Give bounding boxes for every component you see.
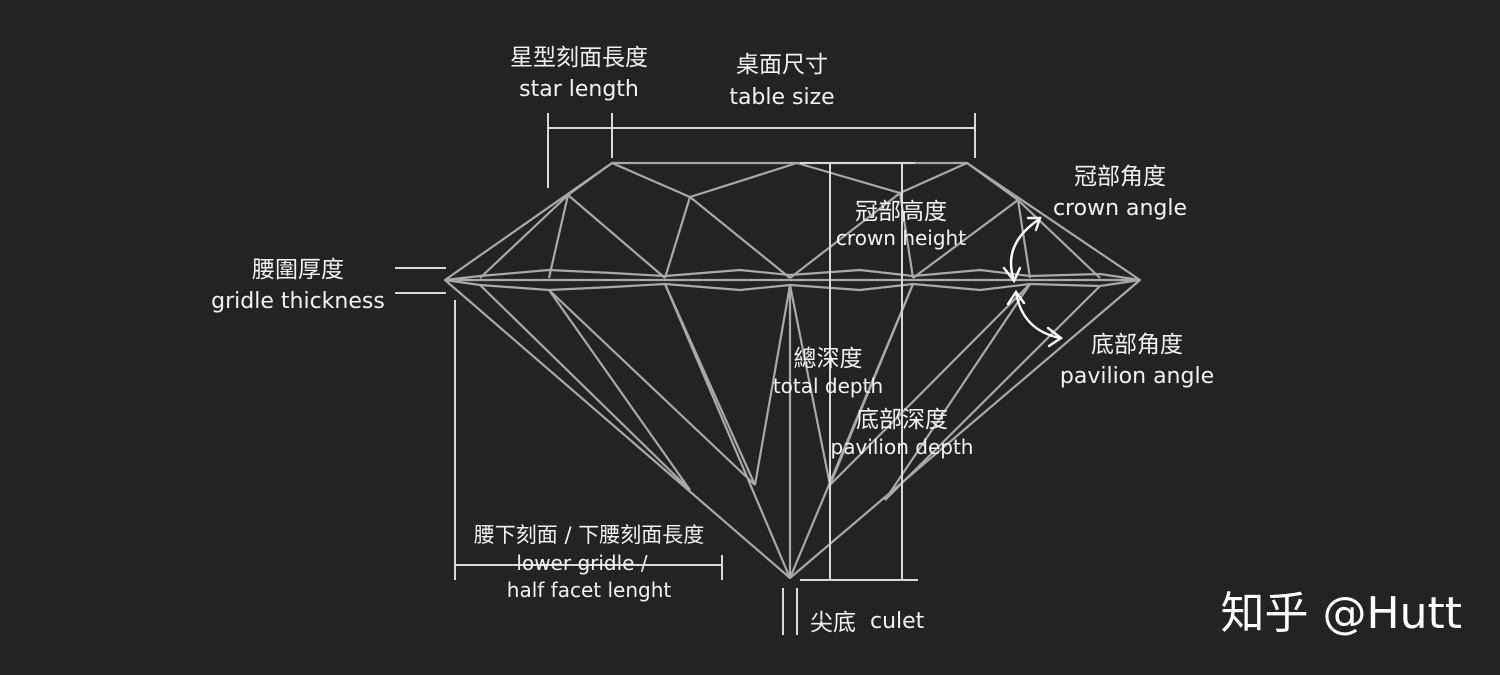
lower-girdle-en-line2: half facet lenght <box>507 578 672 602</box>
star-length-en: star length <box>519 77 639 102</box>
culet-zh: 尖底 <box>810 610 856 636</box>
labels: 星型刻面長度 star length 桌面尺寸 table size 冠部角度 … <box>211 45 1214 636</box>
crown-height-en: crown height <box>836 226 966 250</box>
pavilion-edge <box>829 283 1031 486</box>
upper-girdle-edge <box>479 194 569 279</box>
watermark: 知乎 @Hutt <box>1221 588 1462 639</box>
crown-angle-arrowhead-bottom <box>1002 266 1022 284</box>
pavilion-edge <box>753 284 792 486</box>
crown-angle-zh: 冠部角度 <box>1074 164 1166 190</box>
culet-en: culet <box>870 609 925 634</box>
pavilion-angle-arrowhead-top <box>1006 289 1026 306</box>
pavilion-main <box>663 283 792 579</box>
girdle-scallops <box>444 268 1141 282</box>
upper-girdle-edge <box>1017 199 1101 279</box>
pavilion-angle-en: pavilion angle <box>1060 364 1214 389</box>
pavilion-depth-zh: 底部深度 <box>856 407 948 433</box>
diamond-silhouette <box>443 161 1142 580</box>
girdle-thickness-en: gridle thickness <box>211 289 385 314</box>
star-length-zh: 星型刻面長度 <box>510 45 648 71</box>
dimension-lines <box>395 113 976 635</box>
pavilion-edge <box>548 289 756 486</box>
upper-girdle-edge <box>912 199 1019 279</box>
crown-facets <box>444 161 1141 292</box>
pavilion-edge <box>828 283 915 486</box>
star-facet-edge <box>663 196 692 279</box>
lower-girdle-zh: 腰下刻面 / 下腰刻面長度 <box>474 523 704 547</box>
pavilion-angle-zh: 底部角度 <box>1091 332 1183 358</box>
pavilion-angle-arrowhead-bottom <box>1046 326 1064 348</box>
pavilion-edge <box>479 284 691 491</box>
pavilion-edge <box>884 285 1101 501</box>
girdle-scallops-lower <box>444 278 1141 292</box>
star-facet-edge <box>689 196 791 279</box>
star-facet-edge <box>789 192 901 279</box>
pavilion-edge <box>884 283 1031 501</box>
crown-angle-arrowhead-top <box>1026 216 1042 232</box>
crown-angle-en: crown angle <box>1053 196 1187 221</box>
pavilion-depth-en: pavilion depth <box>831 435 974 459</box>
total-depth-zh: 總深度 <box>794 346 863 372</box>
girdle-thickness-zh: 腰圍厚度 <box>252 257 344 283</box>
star-facet-edge <box>1016 199 1032 279</box>
crown-angle-arc <box>1009 219 1039 281</box>
table-size-zh: 桌面尺寸 <box>736 52 828 78</box>
upper-girdle-edge <box>567 194 666 279</box>
table-size-en: table size <box>729 85 834 110</box>
star-facets <box>566 161 1019 201</box>
star-facet-edge <box>547 194 570 279</box>
crown-height-zh: 冠部高度 <box>855 199 947 225</box>
angle-arrows <box>1002 216 1064 348</box>
pavilion-angle-arc <box>1014 291 1061 340</box>
pavilion-edge <box>548 289 691 491</box>
pavilion-edge <box>788 284 832 486</box>
lower-girdle-en-line1: lower gridle / <box>516 551 647 575</box>
pavilion-facets <box>479 283 1101 579</box>
diamond-outline <box>443 161 1142 580</box>
total-depth-en: total depth <box>773 374 883 398</box>
